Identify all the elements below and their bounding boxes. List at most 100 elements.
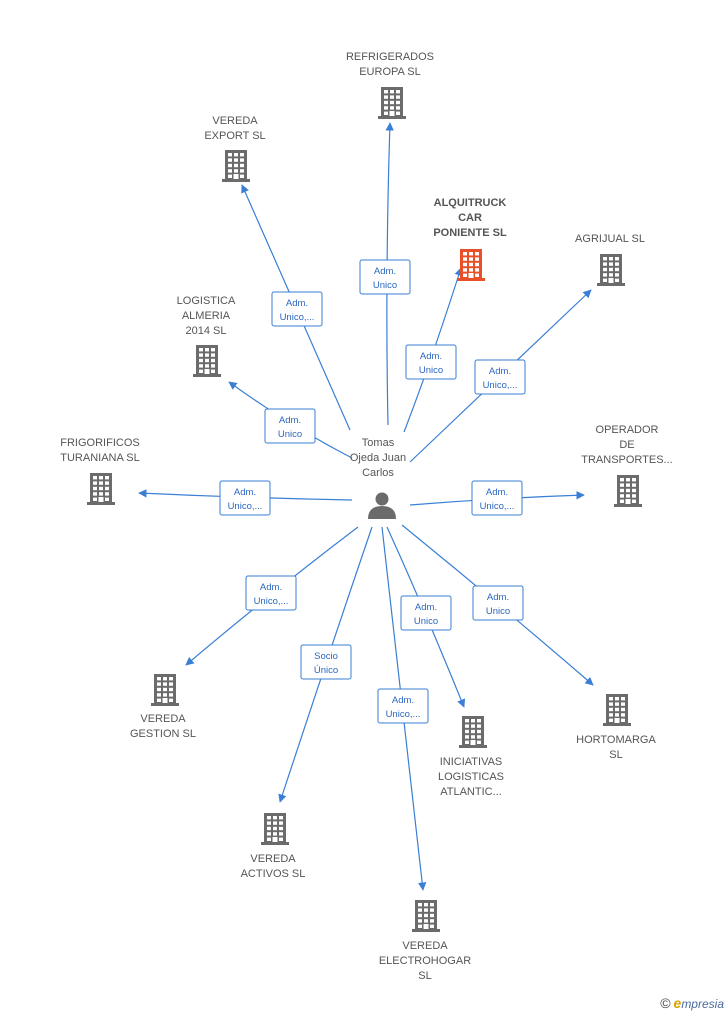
edge-label-vereda-gestion[interactable]: Adm.Unico,... [245,575,297,611]
company-name-line: VEREDA [402,940,448,952]
building-icon[interactable] [457,249,485,281]
edge-label-frigorificos[interactable]: Adm.Unico,... [219,480,271,516]
building-window [205,358,209,363]
building-icon[interactable] [597,254,625,286]
edge-label-line: Adm. [392,695,414,706]
building-icon[interactable] [412,900,440,932]
building-window [205,348,209,352]
edge-label-operador[interactable]: Adm.Unico,... [471,480,523,516]
edge-label-box [264,408,316,444]
building-window [615,702,619,706]
company-name-line: CAR [458,212,482,224]
building-window [632,488,636,493]
building-door [233,174,239,179]
building-window [99,476,103,480]
building-window [396,111,400,115]
building-window [228,163,232,168]
building-window [475,268,479,272]
building-window [169,677,173,681]
edge-label-vereda-export[interactable]: Adm.Unico,... [271,291,323,327]
building-base [151,703,179,706]
building-window [234,169,238,173]
company-name-line: ALMERIA [182,310,231,322]
edge-label-line: Adm. [286,298,308,309]
building-window [93,492,97,496]
company-node-agrijual[interactable]: AGRIJUAL SL [575,233,645,286]
footer-brand[interactable]: ©empresia [660,995,724,1011]
building-window [609,267,613,272]
building-window [609,707,613,712]
building-icon[interactable] [222,150,250,182]
edge-label-line: Adm. [234,487,256,498]
building-window [384,90,388,94]
building-window [609,713,613,717]
building-window [163,693,167,697]
building-window [621,697,625,701]
building-window [93,497,97,501]
building-window [396,90,400,94]
person-name-line: Carlos [362,467,394,479]
building-icon[interactable] [603,694,631,726]
building-window [211,353,215,357]
building-icon[interactable] [87,473,115,505]
building-window [621,707,625,712]
building-window [471,735,475,739]
edge-label-vereda-electrohogar[interactable]: Adm. Unico,... [377,688,429,724]
edge-label-logistica-almeria[interactable]: Adm.Unico [264,408,316,444]
building-window [603,262,607,266]
building-window [273,826,277,831]
edge-label-agrijual[interactable]: Adm.Unico,... [474,359,526,395]
edge-label-alquitruck[interactable]: Adm.Unico [405,344,457,380]
edge-label-line: Unico,... [386,709,421,720]
building-window [396,100,400,105]
edge-label-box [300,644,352,680]
building-window [418,903,422,907]
edge-label-text: Adm.Unico [414,602,438,627]
building-window [157,698,161,702]
building-icon[interactable] [614,475,642,507]
building-window [234,153,238,157]
building-window [211,369,215,373]
edge-label-iniciativas[interactable]: Adm.Unico [400,595,452,631]
building-icon[interactable] [378,87,406,119]
company-name-line: AGRIJUAL SL [575,233,645,245]
building-window [603,257,607,261]
building-window [621,702,625,706]
building-icon[interactable] [459,716,487,748]
building-window [430,908,434,912]
building-base [603,723,631,726]
building-window [384,95,388,99]
building-window [615,278,619,282]
building-base [222,179,250,182]
building-window [169,693,173,697]
building-icon[interactable] [193,345,221,377]
building-icon[interactable] [261,813,289,845]
building-window [469,257,473,261]
edge-label-box [245,575,297,611]
edge-label-hortomarga[interactable]: Adm.Unico [472,585,524,621]
building-window [279,826,283,831]
building-window [199,369,203,373]
edge-label-line: Unico [486,606,510,617]
building-door [468,273,474,278]
edge-label-refrigerados[interactable]: Adm.Unico [359,259,411,295]
building-icon[interactable] [151,674,179,706]
building-window [169,687,173,692]
company-name-line: TURANIANA SL [60,452,139,464]
